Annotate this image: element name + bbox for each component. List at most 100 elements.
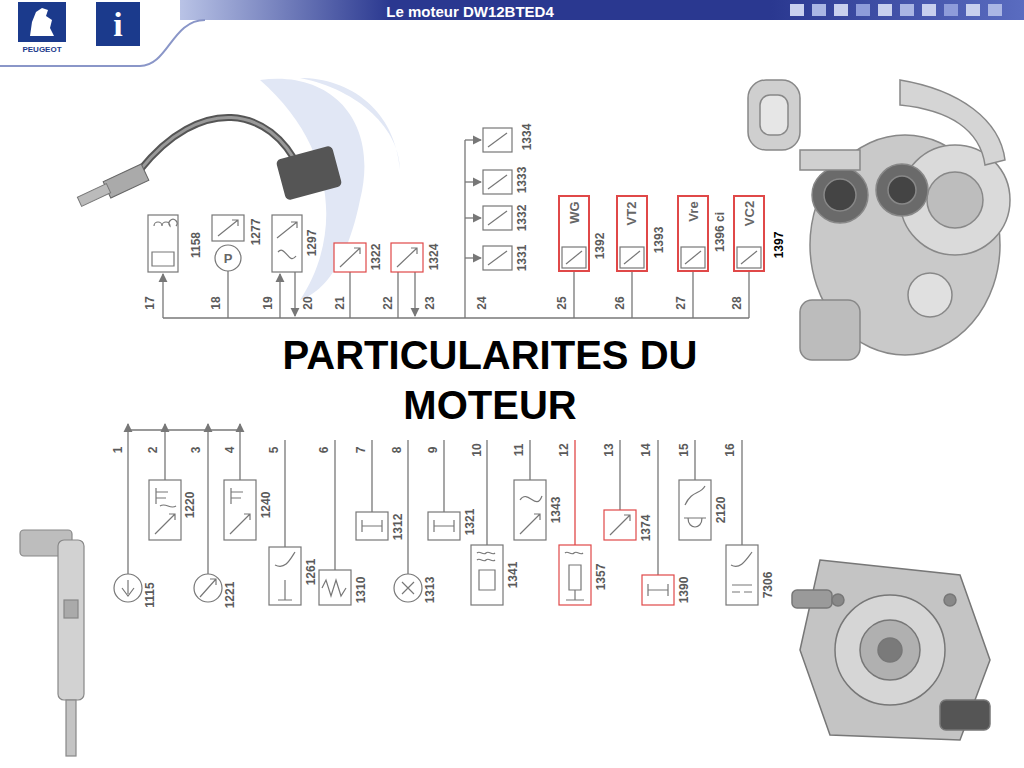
component-symbol [471,545,503,605]
wiring [284,440,285,547]
component-number: 1240 [260,492,272,519]
component-symbol [434,520,454,532]
wiring [207,424,208,574]
pin-number: 23 [424,296,436,309]
component-number: 1390 [678,577,690,604]
turbocharger-picture [812,167,868,223]
header-band [944,4,958,16]
pin-number: 10 [471,443,483,456]
signal-name: VT2 [625,201,638,225]
component-symbol [684,486,706,527]
component-symbol [483,246,512,270]
component-symbol [562,247,586,268]
component-symbol [483,206,512,230]
component-symbol [148,128,761,272]
pin-number: 6 [318,447,330,454]
component-symbol [114,480,758,605]
component-symbol [155,488,176,534]
pin-number: 22 [382,296,394,309]
wiring [164,424,165,480]
component-symbol [218,220,238,236]
component-number: 1115 [144,582,156,607]
component-symbol [483,170,512,194]
component-symbol [642,575,674,605]
wiring [279,274,280,318]
header-band [834,4,848,16]
component-symbol [230,488,250,534]
injection-pump-picture [940,700,990,730]
wiring [465,257,481,258]
injector-picture [20,530,84,756]
component-symbol [737,247,761,268]
component-symbol [620,247,644,268]
component-number: 1357 [595,564,607,591]
pin-number: 9 [427,447,439,454]
turbocharger-picture [748,80,800,150]
injector-picture [58,540,84,700]
component-symbol [148,215,178,272]
component-symbol [610,515,630,535]
header-band [988,4,1002,16]
pin-number: 27 [675,296,687,309]
component-number: 1221 [224,582,236,609]
turbocharger-picture [900,80,1005,165]
pin-number: 17 [144,296,156,309]
pin-number: 7 [355,447,367,454]
component-number: 1333 [516,167,528,194]
injection-pump-picture [835,595,945,705]
component-symbol [224,480,256,540]
component-number: 1343 [550,497,562,524]
header-band [180,0,1024,20]
component-symbol [114,574,142,602]
pin-number: 15 [678,443,690,456]
wiring [465,181,481,182]
component-number: 1312 [392,514,404,541]
header-band [812,4,826,16]
signal-box: VC2 [733,195,765,272]
component-symbol [149,480,181,540]
component-number: 1341 [507,562,519,589]
pin-number: 5 [268,447,280,454]
injection-pump-picture [944,594,956,606]
component-symbol [566,251,582,264]
header-band [856,4,870,16]
component-number: 1313 [424,577,436,604]
header-title: Le moteur DW12BTED4 [386,4,554,19]
injection-pump-picture [792,590,832,608]
component-symbol [152,219,177,266]
pin-number: 11 [513,444,525,457]
wiring [694,440,695,480]
component-symbol [520,496,542,534]
component-number: 1220 [184,492,196,519]
wiring [371,440,372,512]
header-band [922,4,936,16]
pin-number: 2 [147,447,159,454]
wiring [163,140,749,318]
component-symbol [334,243,366,272]
component-symbol [200,579,216,597]
wiring [529,440,530,480]
component-number: 1397 [772,230,786,261]
injection-pump-picture [800,560,990,740]
oxygen-sensor-picture [140,117,300,170]
wiring [692,272,693,318]
component-number: 1334 [521,124,533,151]
pin-number: 4 [224,447,236,454]
component-symbol [428,512,460,540]
wiring [631,272,632,318]
header-band [878,4,892,16]
wiring [349,272,350,318]
component-symbol [397,248,417,267]
symbol-letter: P [224,252,233,265]
injection-pump-picture [792,560,990,740]
wiring [657,440,658,575]
header-band [790,4,804,16]
turbocharger-picture [748,80,1010,360]
component-number: 1331 [516,245,528,272]
signal-name: Vre [687,201,700,221]
component-symbol [122,580,134,596]
component-number: 1324 [428,244,440,271]
pin-number: 20 [302,296,314,309]
component-symbol [275,552,295,600]
